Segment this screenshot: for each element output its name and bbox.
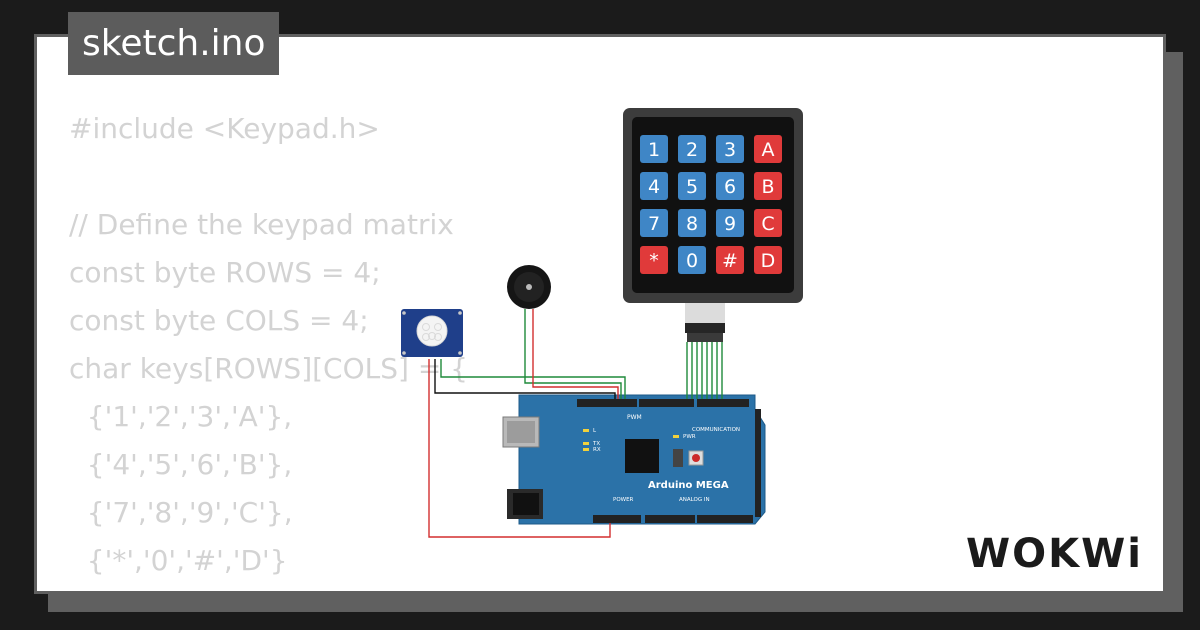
keypad-key-label: C	[761, 213, 774, 235]
keypad-key-face	[640, 172, 668, 200]
keypad-key-4[interactable]: 4	[640, 172, 668, 200]
membrane-keypad[interactable]: 1 2 3 A 4 5 6 B 7 8 9 C * 0 # D	[623, 108, 803, 342]
keypad-key-face	[678, 246, 706, 274]
keypad-key-label: D	[761, 250, 776, 272]
arduino-mega-board[interactable]: PWM COMMUNICATION L TX RX PWR Arduino ME…	[502, 394, 766, 525]
code-line: #include <Keypad.h>	[69, 112, 380, 145]
keypad-key-face	[754, 135, 782, 163]
keypad-key-label: 7	[648, 213, 660, 235]
keypad-key-label: 4	[648, 176, 660, 198]
keypad-key-label: 2	[686, 139, 698, 161]
keypad-key-*[interactable]: *	[640, 246, 668, 274]
code-line: // Define the keypad matrix	[69, 208, 454, 241]
keypad-key-label: 1	[648, 139, 660, 161]
keypad-key-6[interactable]: 6	[716, 172, 744, 200]
keypad-key-label: 0	[686, 250, 698, 272]
keypad-key-label: *	[649, 250, 659, 272]
sketch-title: sketch.ino	[68, 12, 280, 75]
board-label: Arduino MEGA	[648, 480, 729, 491]
keypad-key-2[interactable]: 2	[678, 135, 706, 163]
keypad-key-face	[716, 172, 744, 200]
keypad-key-label: A	[762, 139, 775, 161]
keypad-key-face	[716, 135, 744, 163]
keypad-key-label: 3	[724, 139, 736, 161]
keypad-key-face	[754, 246, 782, 274]
keypad-key-face	[678, 209, 706, 237]
keypad-key-C[interactable]: C	[754, 209, 782, 237]
keypad-key-#[interactable]: #	[716, 246, 744, 274]
keypad-key-face	[640, 246, 668, 274]
code-line: };	[69, 592, 96, 594]
pwm-label: PWM	[627, 414, 642, 421]
pir-sensor[interactable]	[401, 309, 463, 357]
code-line: {'*','0','#','D'}	[69, 544, 288, 577]
keypad-key-face	[754, 172, 782, 200]
code-line: {'4','5','6','B'},	[69, 448, 293, 481]
keypad-key-face	[716, 246, 744, 274]
keypad-key-5[interactable]: 5	[678, 172, 706, 200]
keypad-key-face	[678, 135, 706, 163]
code-line: const byte ROWS = 4;	[69, 256, 381, 289]
keypad-keys: 1 2 3 A 4 5 6 B 7 8 9 C * 0 # D	[640, 135, 782, 274]
code-line: const byte COLS = 4;	[69, 304, 369, 337]
keypad-key-7[interactable]: 7	[640, 209, 668, 237]
code-line: {'7','8','9','C'},	[69, 496, 293, 529]
power-label: POWER	[613, 497, 634, 503]
keypad-key-label: 6	[724, 176, 736, 198]
wokwi-logo: WOKWi	[966, 531, 1143, 577]
keypad-key-D[interactable]: D	[754, 246, 782, 274]
led-rx-label: RX	[593, 447, 601, 453]
keypad-key-face	[678, 172, 706, 200]
keypad-key-face	[716, 209, 744, 237]
wires	[428, 309, 723, 538]
circuit-diagram: PWM COMMUNICATION L TX RX PWR Arduino ME…	[401, 108, 803, 538]
keypad-key-label: 9	[724, 213, 736, 235]
keypad-key-label: 8	[686, 213, 698, 235]
pwr-label: PWR	[683, 434, 696, 440]
keypad-key-1[interactable]: 1	[640, 135, 668, 163]
buzzer[interactable]	[507, 265, 551, 309]
keypad-key-8[interactable]: 8	[678, 209, 706, 237]
keypad-key-A[interactable]: A	[754, 135, 782, 163]
preview-card: #include <Keypad.h> // Define the keypad…	[34, 34, 1166, 594]
keypad-key-face	[640, 135, 668, 163]
analog-in-label: ANALOG IN	[679, 497, 710, 503]
keypad-key-3[interactable]: 3	[716, 135, 744, 163]
led-tx-label: TX	[592, 441, 600, 447]
keypad-key-9[interactable]: 9	[716, 209, 744, 237]
keypad-key-label: B	[761, 176, 774, 198]
keypad-key-B[interactable]: B	[754, 172, 782, 200]
keypad-key-face	[640, 209, 668, 237]
keypad-key-face	[754, 209, 782, 237]
keypad-key-label: 5	[686, 176, 698, 198]
keypad-key-label: #	[722, 250, 738, 272]
code-preview: #include <Keypad.h> // Define the keypad…	[69, 105, 468, 594]
communication-label: COMMUNICATION	[692, 427, 740, 433]
led-l-label: L	[593, 428, 597, 434]
keypad-key-0[interactable]: 0	[678, 246, 706, 274]
code-line: {'1','2','3','A'},	[69, 400, 293, 433]
